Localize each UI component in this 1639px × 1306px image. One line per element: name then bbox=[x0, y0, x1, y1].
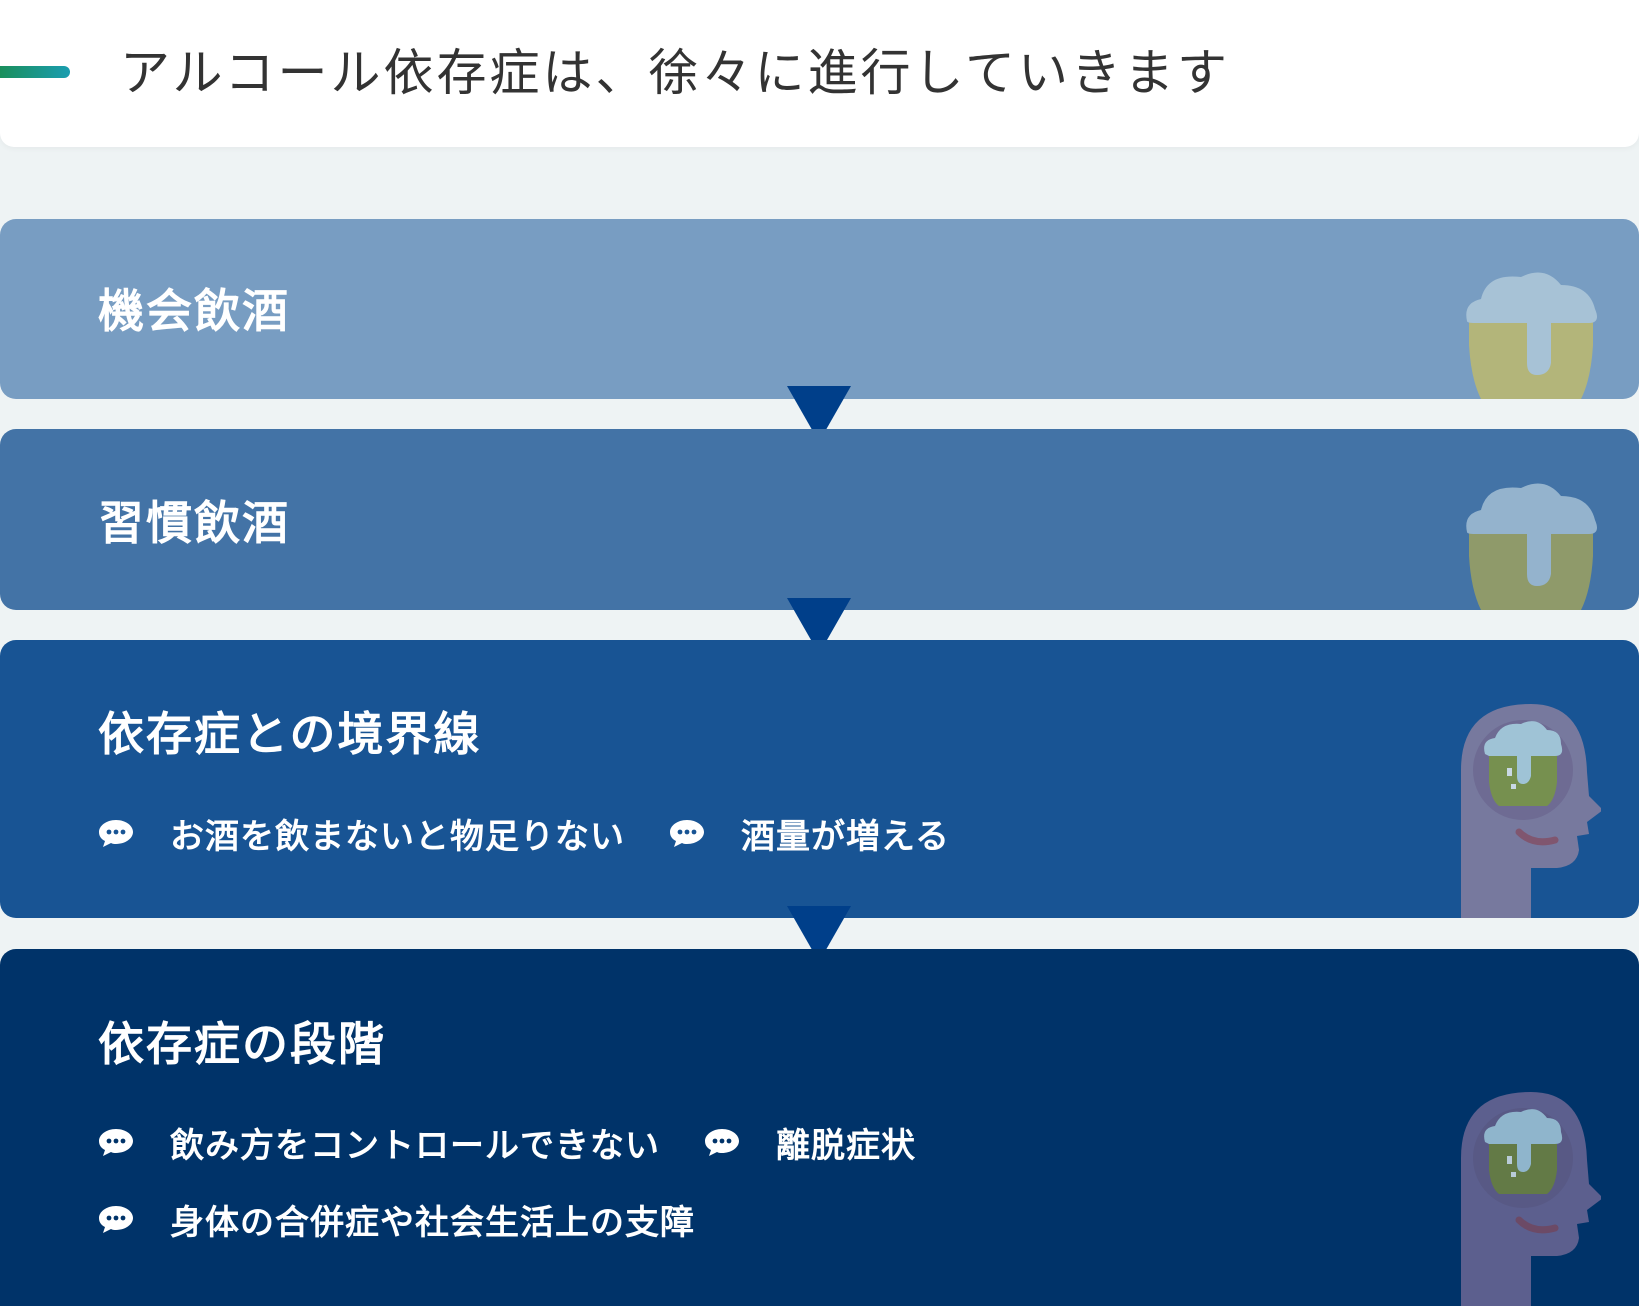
list-item: お酒を飲まないと物足りない bbox=[98, 809, 625, 858]
stage-title: 依存症との境界線 bbox=[98, 707, 482, 761]
stage-title: 習慣飲酒 bbox=[98, 496, 290, 550]
symptom-list: お酒を飲まないと物足りない 酒量が増える bbox=[98, 808, 994, 858]
symptom-text: 離脱症状 bbox=[776, 1125, 916, 1166]
speech-bubble-icon bbox=[99, 1129, 133, 1156]
speech-bubble-icon bbox=[670, 820, 704, 847]
stage-title: 機会飲酒 bbox=[98, 284, 290, 338]
stage-band-dependence: 依存症の段階 飲み方をコントロールできない 離脱症状 bbox=[0, 949, 1639, 1306]
symptom-list: 身体の合併症や社会生活上の支障 bbox=[98, 1194, 739, 1244]
symptom-text: お酒を飲まないと物足りない bbox=[170, 816, 625, 857]
speech-bubble-icon bbox=[99, 820, 133, 847]
header-accent-bar bbox=[0, 66, 70, 78]
head-with-beer-icon bbox=[1461, 704, 1601, 918]
list-item: 飲み方をコントロールできない bbox=[98, 1118, 660, 1167]
speech-bubble-icon bbox=[705, 1129, 739, 1156]
symptom-text: 飲み方をコントロールできない bbox=[170, 1125, 660, 1166]
list-item: 酒量が増える bbox=[669, 809, 950, 858]
symptom-list: 飲み方をコントロールできない 離脱症状 bbox=[98, 1117, 960, 1167]
beer-glass-icon bbox=[1466, 483, 1597, 610]
beer-glass-icon bbox=[1466, 272, 1597, 399]
stage-band-borderline: 依存症との境界線 お酒を飲まないと物足りない 酒量が増える bbox=[0, 640, 1639, 918]
stage-band-occasional: 機会飲酒 bbox=[0, 219, 1639, 399]
list-item: 身体の合併症や社会生活上の支障 bbox=[98, 1195, 695, 1244]
head-with-beer-icon bbox=[1461, 1092, 1601, 1306]
speech-bubble-icon bbox=[99, 1206, 133, 1233]
stage-title: 依存症の段階 bbox=[98, 1017, 386, 1071]
symptom-text: 身体の合併症や社会生活上の支障 bbox=[170, 1202, 695, 1243]
symptom-text: 酒量が増える bbox=[741, 816, 950, 857]
stage-band-habitual: 習慣飲酒 bbox=[0, 429, 1639, 610]
page-header: アルコール依存症は、徐々に進行していきます bbox=[0, 0, 1639, 147]
page-title: アルコール依存症は、徐々に進行していきます bbox=[120, 44, 1230, 102]
list-item: 離脱症状 bbox=[704, 1118, 916, 1167]
